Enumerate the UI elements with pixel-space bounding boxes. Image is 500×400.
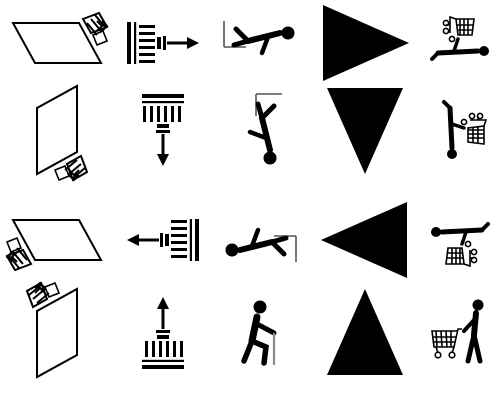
cart-person-left-icon [431,224,488,266]
comb-arrow-left-icon [125,217,201,263]
parallelogram-hatch-left-icon [6,219,102,271]
triangle-left-icon [321,202,407,278]
parallelogram-hatch-down-icon [36,85,88,181]
cart-person-up-icon [432,300,484,362]
triangle-right-icon [323,5,409,81]
figure-fall-right-icon [224,21,295,53]
comb-arrow-right-icon [125,20,201,66]
triangle-up-icon [327,289,403,375]
figure-walk-up-icon [244,301,274,366]
cart-person-right-icon [432,17,489,59]
cart-person-down-icon [444,102,486,159]
comb-arrow-up-icon [140,295,186,371]
figure-fall-left-icon [226,230,297,262]
comb-arrow-down-icon [140,92,186,168]
triangle-down-icon [327,88,403,174]
figure-fall-down-icon [250,94,282,165]
parallelogram-hatch-up-icon [26,282,78,378]
parallelogram-hatch-right-icon [12,12,108,64]
